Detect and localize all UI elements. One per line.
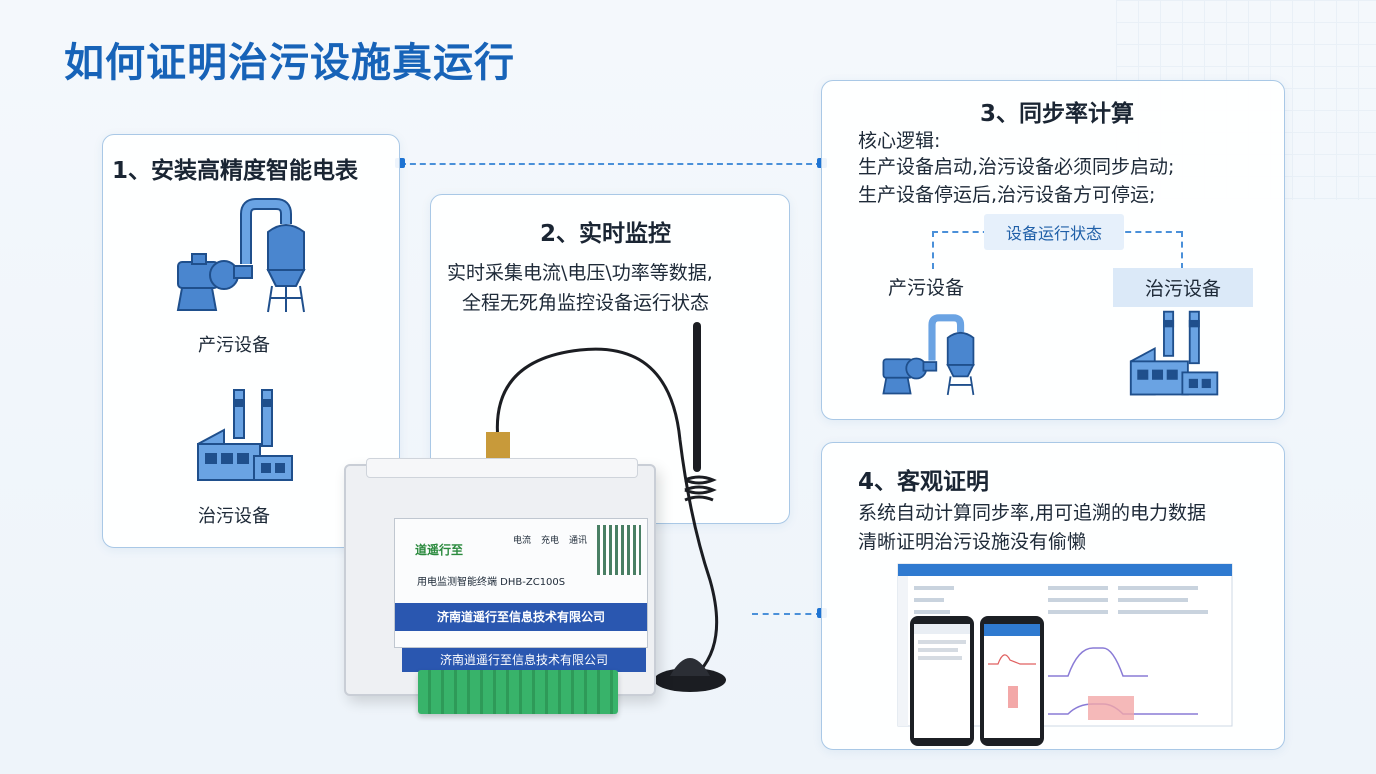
step1-label-production: 产污设备 [198,335,270,356]
device-status-label: 设备运行状态 [984,214,1125,250]
connector-step1-step3 [400,163,822,165]
device-body: 道遥行至 电流 充电 通讯 用电监测智能终端 DHB-ZC100S 济南道遥行至… [344,458,656,696]
step1-title: 1、安装高精度智能电表 [112,158,359,184]
device-indicator-charge: 充电 [541,536,560,546]
device-brand: 道遥行至 [415,543,464,557]
step4-line2: 清晰证明治污设施没有偷懒 [858,531,1087,553]
terminal-block [418,670,618,714]
step1-label-treatment: 治污设备 [198,506,270,527]
device-indicator-comm: 通讯 [569,536,588,546]
antenna-cable-icon [486,322,726,692]
production-equipment-icon [176,198,306,313]
step3-label-production: 产污设备 [888,277,965,299]
step3-line3: 生产设备停运后,治污设备方可停运; [858,184,1156,206]
device-model: 用电监测智能终端 DHB-ZC100S [417,577,566,588]
qr-code-icon [597,525,641,575]
step2-line1: 实时采集电流\电压\功率等数据, [447,262,713,284]
device-top-ridge [366,458,638,478]
step3-line1: 核心逻辑: [858,130,941,152]
status-connector-left [932,231,934,269]
connector-device-step4 [752,613,822,615]
step4-line1: 系统自动计算同步率,用可追溯的电力数据 [858,502,1207,524]
treatment-plant-icon [1129,310,1219,396]
status-connector-right [1181,231,1183,269]
treatment-plant-icon [197,389,293,481]
step2-title: 2、实时监控 [540,221,672,247]
device-front-panel: 道遥行至 电流 充电 通讯 用电监测智能终端 DHB-ZC100S 济南道遥行至… [394,518,648,648]
device-company: 济南道遥行至信息技术有限公司 [395,603,647,631]
connector-node [395,158,405,168]
page-title: 如何证明治污设施真运行 [64,40,515,86]
device-indicator-current: 电流 [513,536,532,546]
step3-title: 3、同步率计算 [980,101,1135,127]
dashboard-screenshot [897,563,1233,746]
device-company-bottom: 济南逍遥行至信息技术有限公司 [402,648,646,672]
step4-title: 4、客观证明 [858,469,990,495]
step3-label-treatment: 治污设备 [1113,268,1254,307]
step3-line2: 生产设备启动,治污设备必须同步启动; [858,156,1175,178]
production-equipment-icon [882,314,975,396]
step2-line2: 全程无死角监控设备运行状态 [462,292,710,314]
